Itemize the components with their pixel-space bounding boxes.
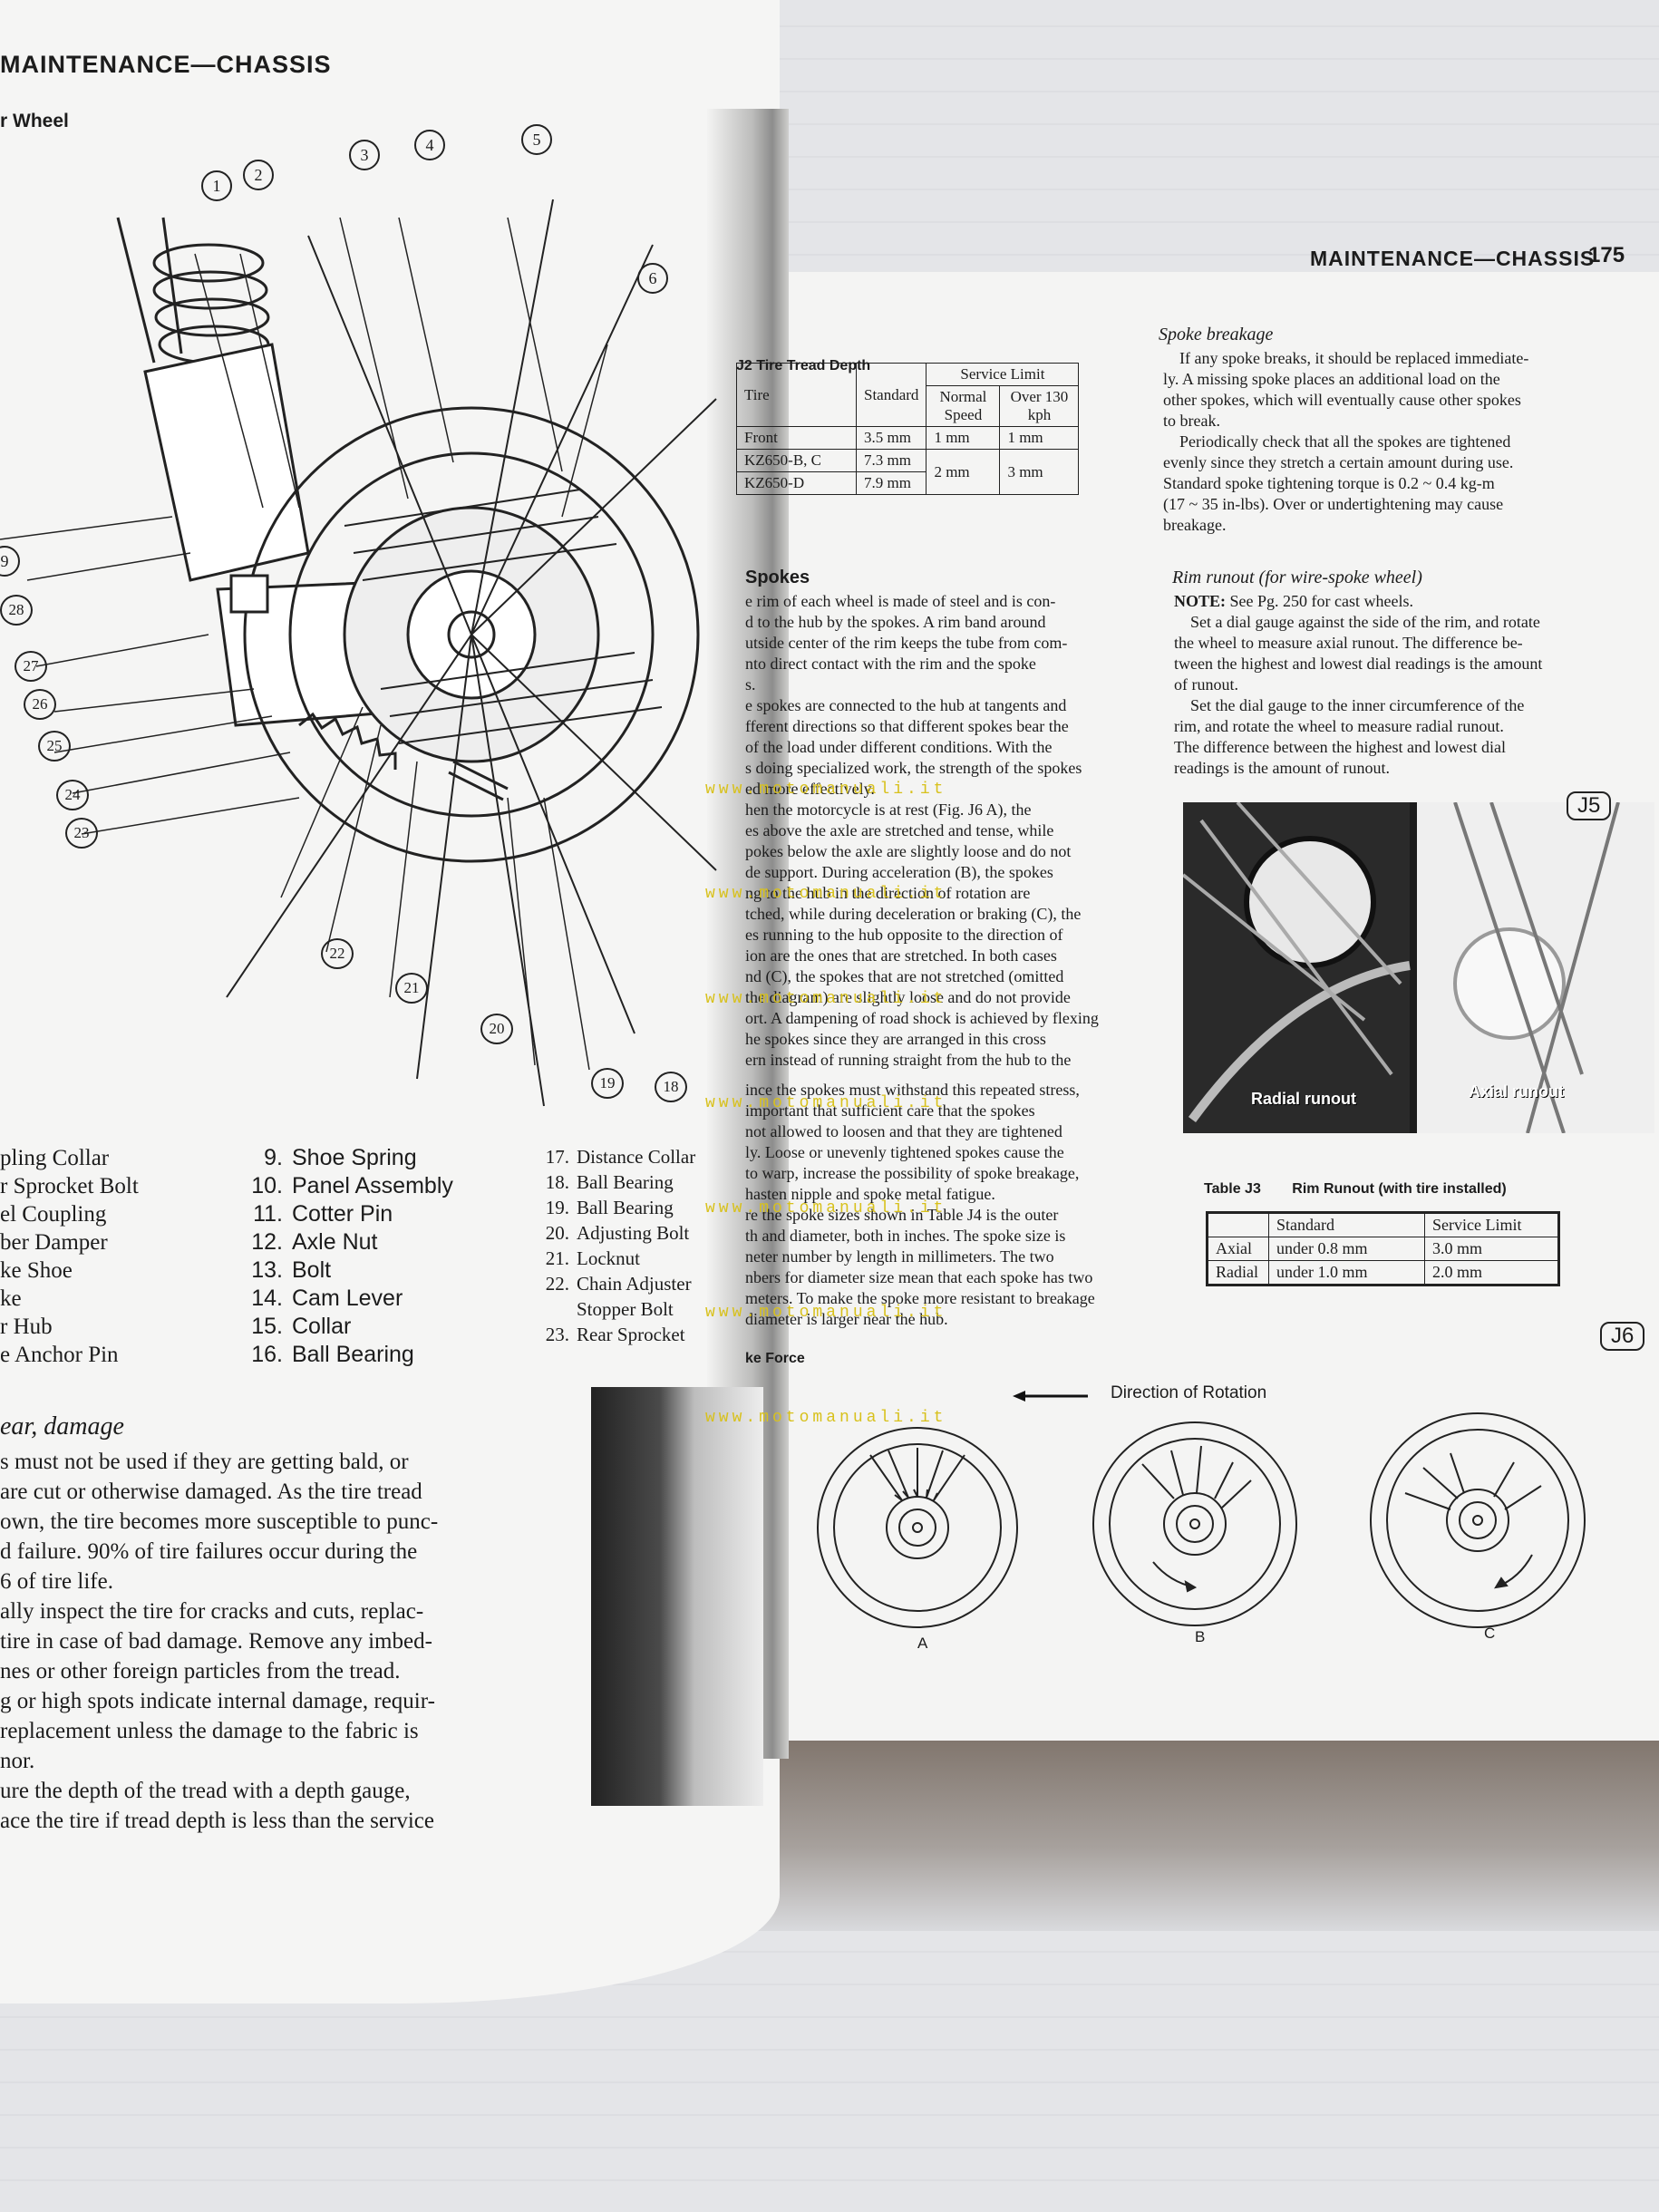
- watermark: www.motomanuali.it: [705, 885, 947, 903]
- legend-item: 21.Locknut: [545, 1247, 640, 1269]
- legend-column-1: pling Collar r Sprocket Bolt el Coupling…: [0, 1144, 139, 1369]
- legend-column-2: 9.Shoe Spring 10.Panel Assembly 11.Cotte…: [247, 1144, 453, 1369]
- legend-item: 9.Shoe Spring: [264, 1145, 417, 1170]
- direction-of-rotation-label: Direction of Rotation: [1111, 1383, 1267, 1402]
- watermark: www.motomanuali.it: [705, 781, 947, 799]
- legend-item: 19.Ball Bearing: [545, 1197, 674, 1218]
- rim-runout-body: NOTE: See Pg. 250 for cast wheels. Set a…: [1174, 592, 1543, 777]
- legend-item: ber Damper: [0, 1230, 108, 1255]
- wheel-label-a: A: [917, 1635, 928, 1652]
- callout-25: 25: [38, 731, 71, 762]
- legend-item: r Sprocket Bolt: [0, 1174, 139, 1198]
- legend-item: 16.Ball Bearing: [251, 1342, 414, 1367]
- section-title-tire-wear: ear, damage: [0, 1412, 124, 1441]
- spoke-breakage-body: If any spoke breaks, it should be replac…: [1163, 349, 1529, 534]
- rear-wheel-exploded-diagram: [0, 199, 717, 1107]
- tire-photo: [591, 1387, 763, 1806]
- runout-photo-illustration: [1181, 800, 1654, 1134]
- callout-21: 21: [395, 973, 428, 1004]
- callout-24: 24: [56, 780, 89, 810]
- page-number: 175: [1588, 243, 1625, 267]
- legend-item: 13.Bolt: [251, 1257, 332, 1283]
- spoke-breakage-title: Spoke breakage: [1159, 325, 1274, 344]
- spokes-body: e rim of each wheel is made of steel and…: [745, 592, 1099, 1328]
- figure-badge-j5: J5: [1567, 791, 1612, 820]
- rotation-arrow-icon: [1013, 1391, 1088, 1402]
- legend-item: 20.Adjusting Bolt: [545, 1222, 690, 1244]
- wheel-label-b: B: [1195, 1628, 1206, 1645]
- legend-item: ke: [0, 1286, 22, 1311]
- tire-wear-body: s must not be used if they are getting b…: [0, 1450, 439, 1833]
- legend-column-3: 17.Distance Collar 18.Ball Bearing 19.Ba…: [542, 1144, 751, 1347]
- callout-3: 3: [349, 140, 380, 170]
- callout-27: 27: [15, 651, 47, 682]
- table-row: Front 3.5 mm 1 mm 1 mm: [736, 426, 1080, 450]
- callout-1: 1: [201, 170, 232, 201]
- legend-item: 22.Chain Adjuster Stopper Bolt: [545, 1273, 692, 1320]
- watermark: www.motomanuali.it: [705, 1304, 947, 1322]
- legend-item: 14.Cam Lever: [251, 1285, 403, 1311]
- note-label: NOTE:: [1174, 592, 1227, 610]
- spoke-force-diagrams: [817, 1412, 1586, 1628]
- legend-item: 18.Ball Bearing: [545, 1171, 674, 1193]
- right-page-header: MAINTENANCE—CHASSIS: [1310, 247, 1596, 270]
- legend-item: 17.Distance Collar: [545, 1146, 696, 1168]
- table-row: KZ650-D 7.9 mm: [736, 471, 1079, 495]
- watermark: www.motomanuali.it: [705, 990, 947, 1008]
- legend-item: 11.Cotter Pin: [253, 1201, 393, 1227]
- watermark: www.motomanuali.it: [705, 1199, 947, 1218]
- watermark: www.motomanuali.it: [705, 1409, 947, 1427]
- legend-item: r Hub: [0, 1315, 53, 1339]
- table-row: KZ650-B, C 7.3 mm 2 mm 3 mm: [736, 449, 1080, 495]
- table-row: Axial under 0.8 mm 3.0 mm: [1207, 1237, 1559, 1261]
- figure-badge-j6: J6: [1600, 1322, 1645, 1351]
- legend-item: el Coupling: [0, 1202, 107, 1227]
- spokes-title: Spokes: [745, 568, 810, 587]
- callout-5: 5: [521, 124, 552, 155]
- callout-2: 2: [243, 160, 274, 190]
- left-page-header: MAINTENANCE—CHASSIS: [0, 51, 332, 78]
- legend-item: 15.Collar: [251, 1314, 352, 1339]
- legend-item: ke Shoe: [0, 1258, 73, 1283]
- callout-4: 4: [414, 130, 445, 160]
- legend-item: 10.Panel Assembly: [251, 1173, 453, 1198]
- callout-23: 23: [65, 818, 98, 849]
- callout-22: 22: [321, 938, 354, 969]
- wheel-label-c: C: [1484, 1625, 1496, 1642]
- legend-item: 23.Rear Sprocket: [545, 1324, 685, 1345]
- table-row: Radial under 1.0 mm 2.0 mm: [1207, 1260, 1559, 1285]
- callout-18: 18: [655, 1072, 687, 1102]
- table-j3-caption: Table J3 Rim Runout (with tire installed…: [1204, 1181, 1507, 1197]
- callout-20: 20: [480, 1014, 513, 1044]
- legend-item: 12.Axle Nut: [251, 1229, 378, 1255]
- wheel-diagram-a: [817, 1427, 1018, 1628]
- axial-runout-label: Axial runout: [1469, 1082, 1565, 1101]
- wheel-diagram-b: [1092, 1421, 1297, 1626]
- left-page-subheader: r Wheel: [0, 111, 69, 131]
- legend-item: pling Collar: [0, 1146, 110, 1170]
- callout-28: 28: [0, 595, 33, 626]
- wheel-diagram-c: [1370, 1412, 1586, 1628]
- rim-runout-photo: [1181, 800, 1654, 1134]
- callout-6: 6: [637, 263, 668, 294]
- rim-runout-title: Rim runout (for wire-spoke wheel): [1172, 568, 1422, 587]
- radial-runout-label: Radial runout: [1251, 1090, 1356, 1108]
- callout-19: 19: [591, 1068, 624, 1099]
- table-j2-tire-tread-depth: Tire Standard Service Limit Normal Speed…: [736, 363, 1080, 495]
- legend-item: e Anchor Pin: [0, 1343, 119, 1367]
- watermark: www.motomanuali.it: [705, 1094, 947, 1112]
- table-j3-rim-runout: Standard Service Limit Axial under 0.8 m…: [1206, 1211, 1560, 1286]
- callout-26: 26: [24, 689, 56, 720]
- spoke-force-caption: ke Force: [745, 1351, 805, 1366]
